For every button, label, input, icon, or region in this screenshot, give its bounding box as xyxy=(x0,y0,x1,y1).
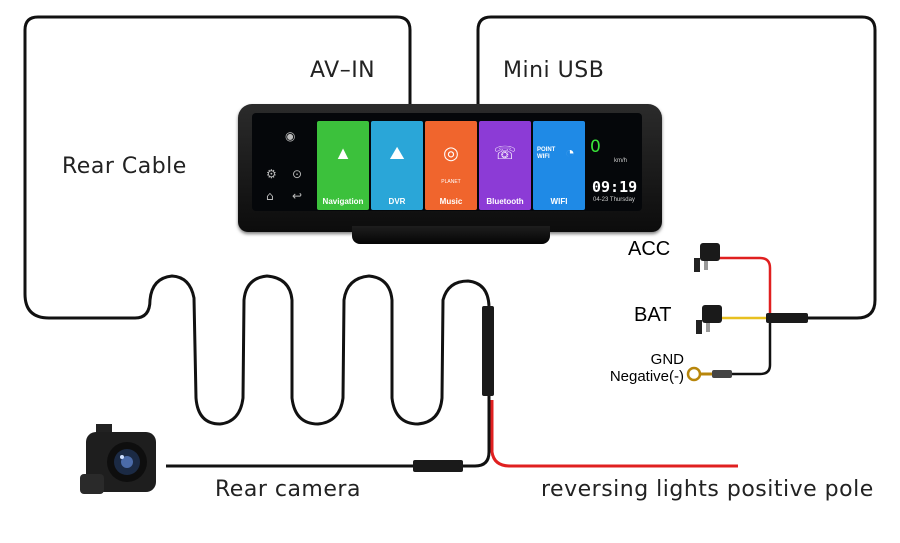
power-splitter xyxy=(766,313,808,323)
wifi-icon: ◔ xyxy=(565,145,575,162)
navigation-arrow-icon: ▲ xyxy=(334,143,352,163)
rear-cable-wire xyxy=(23,15,491,426)
acc-fuse-icon xyxy=(694,243,720,272)
label-negative: Negative(-) xyxy=(609,368,684,385)
clock-date: 04-23 Thursday xyxy=(593,197,635,203)
camera-connector xyxy=(413,460,463,472)
label-acc: ACC xyxy=(628,238,671,260)
label-reversing-lights: reversing lights positive pole xyxy=(541,477,874,502)
camera-icon[interactable]: ◉ xyxy=(285,129,296,143)
app-tile-navigation[interactable]: ▲ Navigation xyxy=(317,121,369,210)
label-mini-usb: Mini USB xyxy=(503,58,605,83)
gnd-wire xyxy=(730,323,772,376)
label-bat: BAT xyxy=(634,304,672,326)
acc-wire xyxy=(716,256,772,313)
settings-icon[interactable]: ⚙ xyxy=(266,167,277,181)
clock: 09:19 xyxy=(592,178,638,196)
music-disc-icon: ◎ xyxy=(443,143,459,163)
back-icon[interactable]: ↩ xyxy=(292,189,303,203)
label-gnd-negative: GND Negative(-) xyxy=(594,351,684,385)
app-tile-dvr[interactable]: ⛰ DVR xyxy=(371,121,423,210)
label-av-in: AV–IN xyxy=(310,58,376,83)
bluetooth-phone-icon: ☏ xyxy=(493,143,517,163)
weekday: Thursday xyxy=(609,197,635,203)
label-rear-cable: Rear Cable xyxy=(62,154,187,179)
label-rear-camera: Rear camera xyxy=(215,477,361,502)
ground-terminal-icon xyxy=(686,366,732,382)
bat-fuse-icon xyxy=(696,305,722,334)
reversing-red-wire xyxy=(490,400,738,468)
speed-readout: 0 xyxy=(590,137,601,157)
camera-switch-icon[interactable]: ⊙ xyxy=(292,167,303,181)
label-gnd: GND xyxy=(650,351,684,368)
app-tile-wifi[interactable]: POINT WIFI ◔ WIFI xyxy=(533,121,585,210)
cable-connector xyxy=(482,306,494,396)
date: 04-23 xyxy=(593,197,609,203)
app-tile-bluetooth[interactable]: ☏ Bluetooth xyxy=(479,121,531,210)
device-mount xyxy=(352,226,550,244)
app-tile-music[interactable]: ◎ PLANET Music xyxy=(425,121,477,210)
rear-camera-icon xyxy=(80,424,156,494)
road-icon: ⛰ xyxy=(389,143,405,163)
power-cable-wire xyxy=(476,15,877,320)
speed-unit: km/h xyxy=(614,158,628,164)
home-icon[interactable]: ⌂ xyxy=(266,189,274,203)
